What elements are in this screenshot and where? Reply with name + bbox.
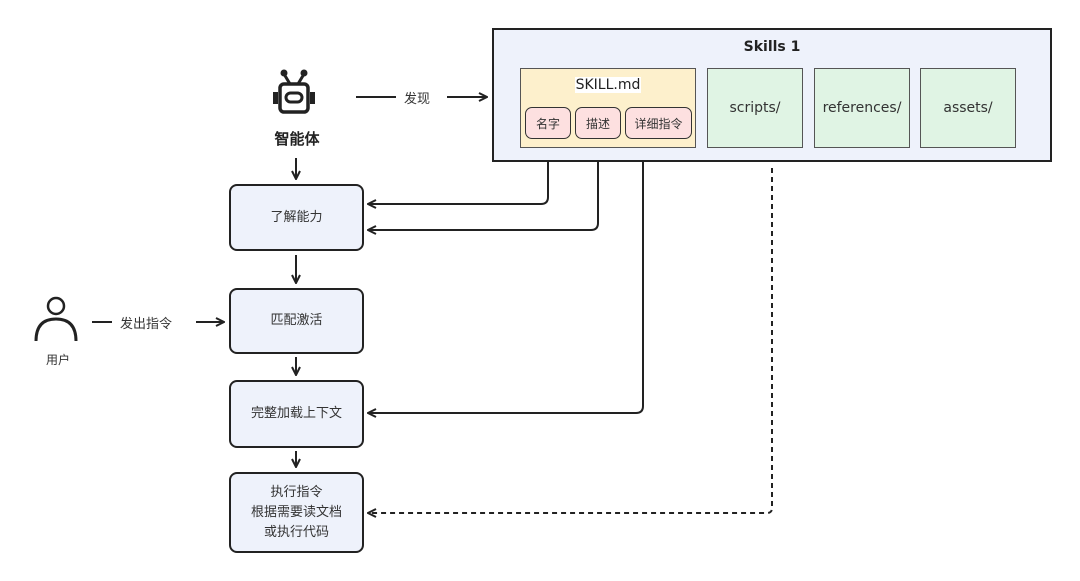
folder-assets: assets/ bbox=[920, 68, 1016, 148]
robot-icon bbox=[273, 69, 315, 114]
edge-desc-to-step1 bbox=[368, 144, 599, 230]
field-detailed-instructions: 详细指令 bbox=[625, 107, 692, 139]
field-name: 名字 bbox=[525, 107, 571, 139]
step-text-line-3: 或执行代码 bbox=[263, 524, 329, 540]
folder-references: references/ bbox=[814, 68, 910, 148]
step-execute-instructions: 执行指令 根据需要读文档 或执行代码 bbox=[229, 472, 364, 553]
user-label: 用户 bbox=[45, 353, 70, 367]
edge-name-to-step1 bbox=[368, 144, 549, 204]
step-match-activate: 匹配激活 bbox=[229, 288, 364, 354]
skill-md-title: SKILL.md bbox=[574, 77, 642, 93]
step-load-full-context: 完整加载上下文 bbox=[229, 380, 364, 448]
folder-scripts: scripts/ bbox=[707, 68, 803, 148]
step-text-line-1: 执行指令 bbox=[270, 484, 323, 500]
step-text-line-2: 根据需要读文档 bbox=[250, 504, 342, 520]
step-text: 完整加载上下文 bbox=[250, 406, 342, 421]
agent-label: 智能体 bbox=[274, 130, 320, 148]
edge-label-discover: 发现 bbox=[400, 88, 435, 107]
edge-resources-to-step4 bbox=[368, 168, 773, 513]
edge-detail-to-step3 bbox=[368, 150, 644, 413]
skills-package-title: Skills 1 bbox=[743, 39, 801, 55]
person-icon bbox=[34, 296, 78, 342]
step-text: 了解能力 bbox=[270, 209, 323, 225]
step-text: 匹配激活 bbox=[270, 313, 323, 328]
step-understand-capabilities: 了解能力 bbox=[229, 184, 364, 251]
field-description: 描述 bbox=[575, 107, 621, 139]
edge-label-issue-command: 发出指令 bbox=[116, 313, 177, 332]
